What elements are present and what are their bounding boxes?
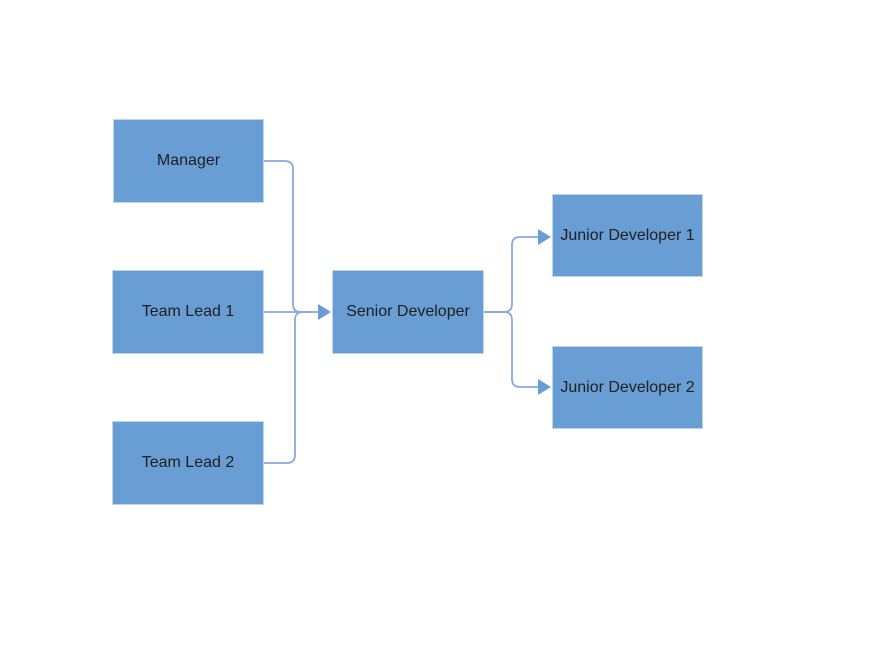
diagram-node-manager[interactable]: Manager bbox=[113, 119, 264, 203]
diagram-node-junior-developer-2[interactable]: Junior Developer 2 bbox=[552, 346, 703, 429]
node-label: Team Lead 2 bbox=[141, 454, 235, 472]
arrowhead-icon bbox=[538, 379, 551, 395]
node-label: Senior Developer bbox=[346, 303, 470, 321]
diagram-node-senior-developer[interactable]: Senior Developer bbox=[332, 270, 484, 354]
node-label: Manager bbox=[156, 152, 221, 170]
diagram-node-team-lead-1[interactable]: Team Lead 1 bbox=[112, 270, 264, 354]
connector-senior-developer-to-junior-developer-2 bbox=[484, 311, 538, 388]
node-label: Junior Developer 2 bbox=[560, 378, 695, 396]
arrowhead-icon bbox=[538, 229, 551, 245]
node-label: Junior Developer 1 bbox=[560, 226, 695, 244]
connector-manager-to-senior-developer bbox=[264, 160, 312, 313]
connector-senior-developer-to-junior-developer-1 bbox=[484, 236, 538, 313]
diagram-node-team-lead-2[interactable]: Team Lead 2 bbox=[112, 421, 264, 505]
connector-team-lead-2-to-senior-developer bbox=[264, 311, 312, 464]
diagram-node-junior-developer-1[interactable]: Junior Developer 1 bbox=[552, 194, 703, 277]
node-label: Team Lead 1 bbox=[141, 303, 235, 321]
arrowhead-icon bbox=[318, 304, 331, 320]
